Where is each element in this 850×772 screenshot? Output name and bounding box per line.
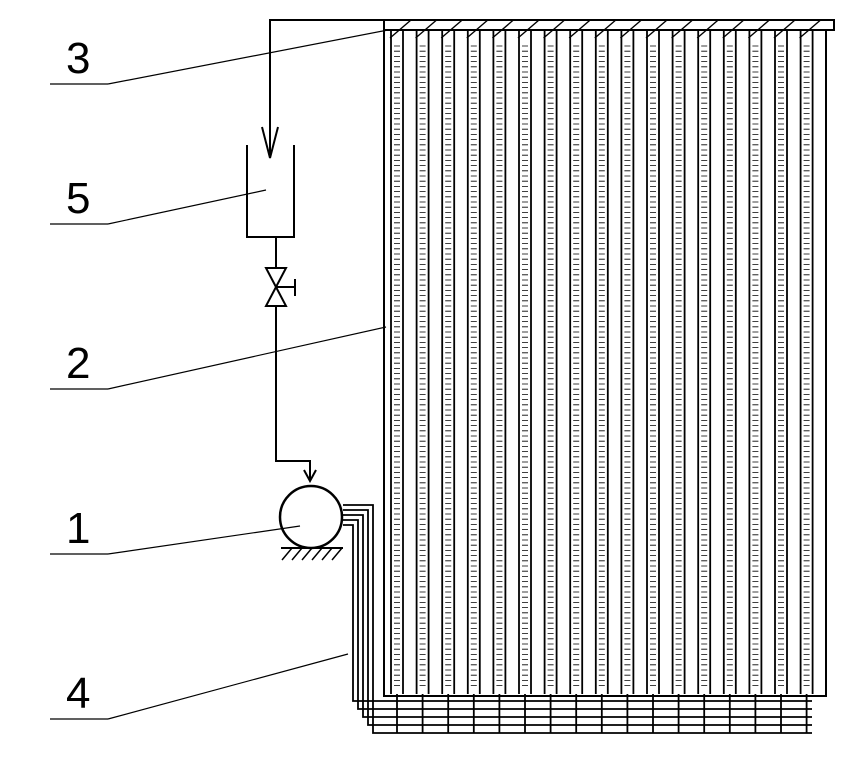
reservoir-vessel — [246, 145, 295, 238]
tube-graduation-ticks — [394, 45, 400, 686]
tube-graduation-ticks — [445, 45, 452, 686]
callout-label-4: 4 — [66, 669, 90, 718]
drip-tube — [440, 19, 463, 694]
callout-1: 1 — [50, 504, 301, 555]
tube-graduation-ticks — [803, 45, 810, 686]
feed-flow-arrow-icon — [303, 469, 317, 484]
supply-flow-arrow-icon — [261, 126, 279, 159]
callout-4: 4 — [50, 653, 349, 720]
feed-line — [264, 237, 317, 484]
drip-tubes — [389, 19, 822, 694]
callout-label-3: 3 — [66, 34, 90, 83]
tube-graduation-ticks — [496, 45, 503, 686]
callout-leader-1 — [107, 525, 301, 555]
ground-hatch-icon — [281, 547, 343, 561]
hatch-stroke — [321, 547, 333, 561]
tube-inlet-stub — [568, 19, 591, 39]
tube-inlet-stub — [645, 19, 668, 39]
return-pipe — [343, 509, 812, 726]
tube-graduation-ticks — [778, 45, 784, 686]
drip-tube — [491, 19, 514, 694]
drip-tube — [466, 19, 489, 694]
tube-graduation-ticks — [573, 45, 580, 686]
hatch-stroke — [281, 547, 293, 561]
drip-tube — [671, 19, 694, 694]
valve-icon — [264, 267, 296, 307]
supply-pipe-line — [269, 19, 388, 158]
drip-tube — [568, 19, 591, 694]
tube-inlet-stub — [466, 19, 489, 39]
tube-inlet-stub — [415, 19, 438, 39]
return-lines — [343, 504, 812, 734]
tube-graduation-ticks — [675, 45, 682, 686]
callout-leader-4 — [107, 653, 349, 720]
callout-5: 5 — [50, 174, 267, 225]
drip-tube — [799, 19, 822, 694]
reservoir — [246, 145, 295, 238]
return-pipe — [343, 514, 812, 718]
callout-2: 2 — [50, 326, 387, 390]
tube-inlet-stub — [440, 19, 463, 39]
callout-label-5: 5 — [66, 174, 90, 223]
callout-3: 3 — [50, 29, 389, 85]
tube-inlet-stub — [517, 19, 540, 39]
callout-label-1: 1 — [66, 504, 90, 553]
tube-inlet-stub — [773, 19, 796, 39]
tube-inlet-stub — [747, 19, 770, 39]
tube-graduation-ticks — [752, 45, 759, 686]
tube-inlet-stub — [619, 19, 642, 39]
hatch-stroke — [311, 547, 323, 561]
feed-line-lower — [275, 306, 311, 481]
drip-tube — [645, 19, 668, 694]
pump — [278, 484, 344, 561]
drip-tube — [543, 19, 566, 694]
tube-inlet-stub — [722, 19, 745, 39]
drip-tube — [747, 19, 770, 694]
tube-inlet-stub — [594, 19, 617, 39]
callout-leader-5 — [107, 189, 267, 225]
callout-leader-2 — [107, 326, 387, 390]
tube-array — [383, 19, 835, 697]
return-pipe — [343, 524, 812, 702]
tube-graduation-ticks — [624, 45, 631, 686]
drip-tube — [773, 19, 796, 694]
hatch-stroke — [301, 547, 313, 561]
return-pipe — [343, 519, 812, 710]
supply-pipe — [261, 19, 388, 159]
drip-tube — [619, 19, 642, 694]
tube-inlet-stub — [389, 19, 412, 39]
tube-graduation-ticks — [419, 45, 426, 686]
tube-graduation-ticks — [470, 45, 477, 686]
pump-casing — [278, 484, 344, 550]
tube-inlet-stub — [543, 19, 566, 39]
tube-graduation-ticks — [650, 45, 656, 686]
tube-inlet-stub — [491, 19, 514, 39]
drip-tube — [415, 19, 438, 694]
tube-inlet-stub — [799, 19, 822, 39]
drip-tube — [722, 19, 745, 694]
drip-tube — [389, 19, 412, 694]
tube-inlet-stub — [696, 19, 719, 39]
tube-graduation-ticks — [726, 45, 733, 686]
drip-tube — [696, 19, 719, 694]
tube-graduation-ticks — [522, 45, 528, 686]
hatch-stroke — [291, 547, 303, 561]
callout-leader-3 — [107, 29, 389, 85]
return-pipe — [343, 504, 812, 734]
tube-graduation-ticks — [547, 45, 554, 686]
tube-inlet-stub — [671, 19, 694, 39]
drip-tube — [594, 19, 617, 694]
drip-tube — [517, 19, 540, 694]
tube-graduation-ticks — [701, 45, 708, 686]
tube-graduation-ticks — [598, 45, 605, 686]
valve-body — [264, 267, 288, 307]
hatch-stroke — [331, 547, 343, 561]
callout-label-2: 2 — [66, 339, 90, 388]
